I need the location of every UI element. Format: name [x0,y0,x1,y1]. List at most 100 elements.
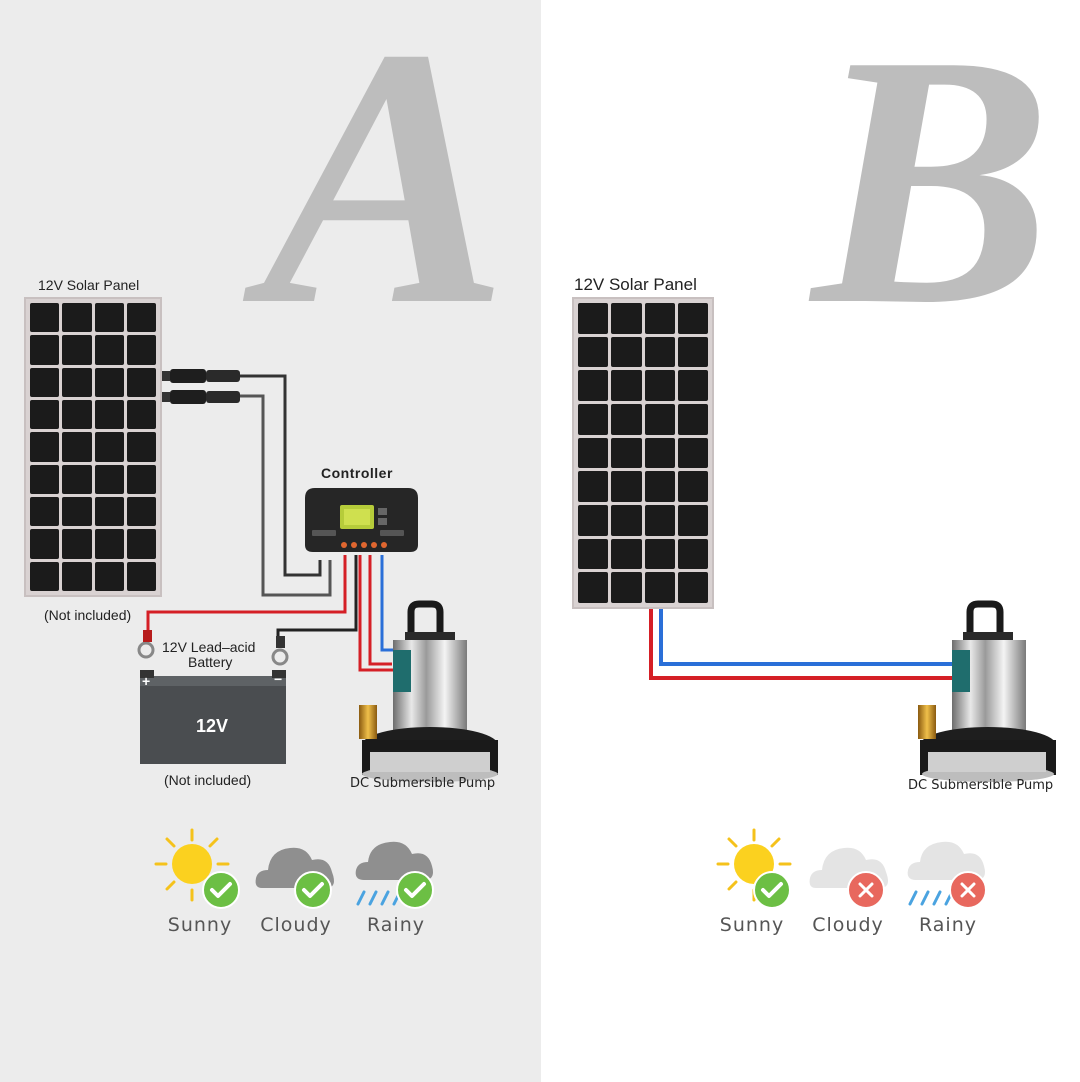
weather-label-rainy-b: Rainy [919,914,977,936]
charge-controller-a [305,488,418,552]
solar-cell [578,538,609,570]
solar-cell [62,335,92,365]
battery-face-label: 12V [196,716,229,736]
solar-cell [644,572,675,603]
solar-cell [30,400,60,430]
solar-cell [611,505,642,536]
weather-label-cloudy-b: Cloudy [812,914,884,936]
solar-cell [62,561,92,591]
solar-cell [126,497,156,527]
solar-not-included: (Not included) [44,607,132,623]
solar-cell [30,303,60,333]
weather-label-rainy-a: Rainy [367,914,425,936]
solar-cell [644,538,675,570]
solar-cell [677,370,708,401]
solar-cell [94,497,124,527]
solar-cell [30,367,60,397]
solar-cell [30,432,60,462]
pump-wires-b [649,605,952,680]
solar-cell [611,538,642,570]
battery-label-line2: Battery [188,654,233,670]
pump-label-a: DC Submersible Pump [350,776,496,791]
solar-cell [611,303,642,334]
solar-cell [611,370,642,401]
check-badge-icon [202,871,240,909]
solar-cell [677,437,708,469]
solar-cell [611,572,642,603]
sun-icon [154,828,230,902]
solar-cell [611,404,642,435]
pump-a [359,600,498,782]
solar-cell [611,336,642,368]
solar-cell [62,400,92,430]
check-badge-icon [396,871,434,909]
solar-cell [62,303,92,333]
solar-cell [126,335,156,365]
solar-cell [677,303,708,334]
solar-cell [644,303,675,334]
rain-cloud-icon [907,841,985,906]
solar-cell [126,561,156,591]
solar-panel-label-a: 12V Solar Panel [38,277,140,293]
solar-panel-b [572,297,714,609]
battery-wires-a [146,555,358,640]
solar-cell [94,432,124,462]
solar-cell [126,303,156,333]
cross-badge-icon [847,871,885,909]
solar-cell [94,400,124,430]
battery-label-line1: 12V Lead–acid [162,639,256,655]
solar-cell [578,572,609,603]
solar-cell [677,538,708,570]
solar-cell [677,404,708,435]
rain-cloud-icon [355,841,433,906]
solar-cell [578,370,609,401]
controller-label: Controller [321,465,393,481]
solar-cell [611,437,642,469]
solar-cell [126,529,156,559]
pump-label-b: DC Submersible Pump [908,778,1054,793]
solar-cell [94,464,124,494]
solar-cell [62,529,92,559]
solar-cell [30,497,60,527]
solar-cell [644,505,675,536]
option-b-letter: B [812,0,1053,379]
option-a-letter: A [262,0,509,382]
solar-cell [62,432,92,462]
weather-label-cloudy-a: Cloudy [260,914,332,936]
solar-cell [677,505,708,536]
battery-plus: + [142,673,151,689]
solar-cell [644,370,675,401]
solar-cell [94,303,124,333]
solar-cell [30,464,60,494]
solar-cell [578,336,609,368]
solar-cell [62,464,92,494]
solar-cell [94,529,124,559]
solar-cell [578,505,609,536]
solar-cell [578,437,609,469]
solar-cell [94,561,124,591]
battery-not-included: (Not included) [164,772,252,788]
solar-cell [62,367,92,397]
solar-cell [644,437,675,469]
solar-cell [126,432,156,462]
solar-cell [62,497,92,527]
solar-cell [30,561,60,591]
solar-leads-a [238,374,332,597]
battery-a [137,630,289,764]
solar-cell [644,404,675,435]
cross-badge-icon [949,871,987,909]
solar-cell [677,471,708,502]
solar-cell [578,404,609,435]
solar-cell [578,303,609,334]
solar-cell [611,471,642,502]
solar-cell [126,400,156,430]
mc4-connectors-a [160,369,240,404]
solar-cell [30,529,60,559]
solar-cell [126,367,156,397]
battery-minus: − [274,671,283,687]
solar-cell [677,572,708,603]
solar-cell [578,471,609,502]
solar-cell [30,335,60,365]
check-badge-icon [294,871,332,909]
